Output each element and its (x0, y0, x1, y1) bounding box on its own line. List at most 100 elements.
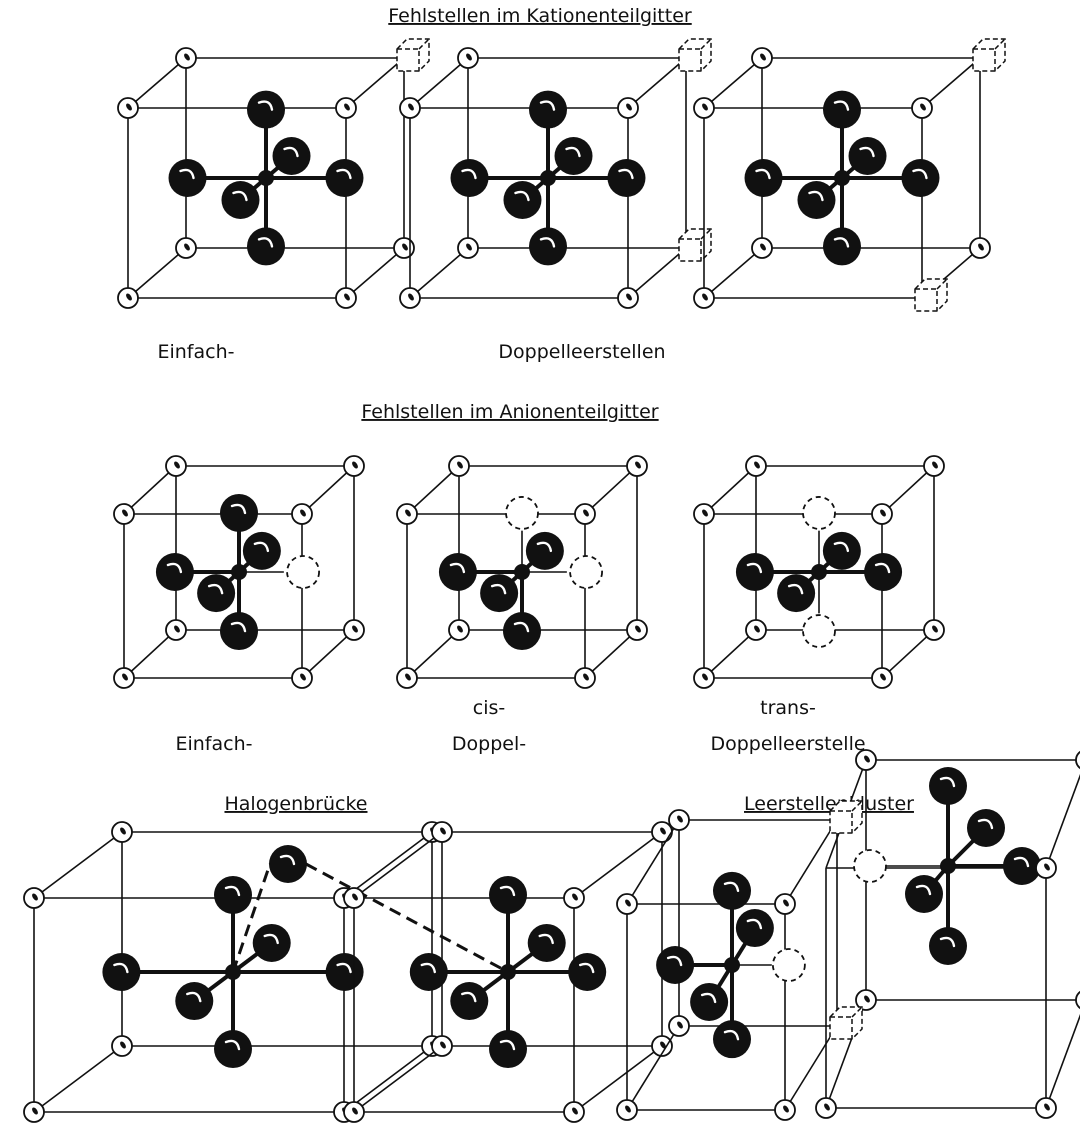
bridge-bond-right (305, 862, 509, 974)
anion (735, 553, 774, 591)
anion-highlight (1013, 856, 1030, 868)
anion-vacancy (853, 849, 887, 883)
cation-marker (660, 1041, 666, 1049)
cation-marker (466, 243, 472, 251)
anion-vacancy (286, 555, 320, 589)
central-cation (225, 964, 241, 980)
anion-highlight (746, 562, 763, 574)
anion (1003, 847, 1041, 885)
cation-marker (440, 827, 446, 835)
anion (713, 1020, 751, 1059)
cation-marker (677, 815, 683, 823)
title-halogen-bridge: Halogenbrücke (224, 793, 367, 815)
cation-marker (824, 1103, 830, 1111)
cation-marker (1044, 1103, 1050, 1111)
cell-cation-single (117, 38, 430, 309)
anion-highlight (207, 583, 224, 595)
anion-highlight (538, 933, 554, 945)
anion (247, 90, 285, 129)
anion-highlight (859, 146, 875, 158)
cation-marker (625, 899, 631, 907)
anion (325, 159, 364, 197)
halogen-bridge-assembly (231, 845, 509, 974)
anion (568, 953, 607, 991)
anion-highlight (539, 237, 556, 248)
anion (214, 1030, 252, 1069)
anion (735, 909, 774, 948)
cube-edge (33, 1045, 123, 1113)
anion-highlight (746, 918, 763, 930)
title-vacancy-cluster: Leerstellenkluster (744, 793, 914, 815)
cell-anion-cis (396, 455, 648, 689)
anion (713, 871, 751, 910)
cation-marker (932, 625, 938, 633)
cube-edge (345, 247, 405, 299)
anion-highlight (723, 881, 740, 893)
cation-marker (440, 1041, 446, 1049)
anion (325, 953, 364, 991)
cell-bridge-right (343, 821, 673, 1123)
cation-marker (352, 1107, 358, 1115)
cube-edge (703, 247, 763, 299)
anion-highlight (539, 100, 556, 111)
anion (607, 159, 646, 197)
anion-highlight (833, 237, 850, 248)
cation-marker (466, 53, 472, 61)
cation-marker (572, 1107, 578, 1115)
anion-highlight (514, 190, 530, 202)
cell-bridge-left (23, 821, 443, 1123)
cube-edge (784, 1025, 838, 1111)
cube-edge (301, 629, 355, 679)
cation-marker (635, 461, 641, 469)
anion (242, 531, 281, 570)
label-row2-cis-2: Doppel- (452, 733, 526, 755)
cell-cluster-front (616, 800, 863, 1121)
anion (175, 982, 214, 1021)
anion-highlight (166, 562, 183, 574)
anion-highlight (723, 1029, 740, 1041)
anion-highlight (253, 541, 270, 553)
cube-edge (406, 629, 460, 679)
cation-marker (754, 461, 760, 469)
anion-highlight (224, 885, 241, 897)
central-cation (940, 858, 956, 874)
cell-anion-trans (693, 455, 945, 689)
cation-marker (184, 53, 190, 61)
anion-highlight (283, 146, 299, 158)
central-cation (231, 564, 247, 580)
cube-edge (627, 57, 687, 109)
anion (527, 923, 566, 962)
anion-highlight (263, 933, 279, 945)
cation-marker (626, 103, 632, 111)
anion-vacancy (802, 496, 836, 530)
cube-edge (703, 57, 763, 109)
cation-marker (932, 461, 938, 469)
cation-marker (677, 1021, 683, 1029)
cube-edge (345, 57, 405, 109)
anion (905, 875, 943, 913)
cation-marker (572, 893, 578, 901)
anion (823, 227, 861, 266)
label-row1-double: Doppelleerstellen (498, 341, 665, 363)
anion (221, 181, 260, 219)
cation-marker (635, 625, 641, 633)
cation-marker (120, 827, 126, 835)
anion (155, 553, 194, 591)
anion-highlight (420, 962, 436, 974)
anion (822, 531, 861, 570)
anion (220, 493, 258, 532)
cation-marker (352, 893, 358, 901)
central-cation (514, 564, 530, 580)
cation-vacancy-edges (679, 38, 712, 71)
anion-highlight (336, 168, 352, 180)
cation-marker (126, 103, 132, 111)
anion (503, 181, 542, 219)
anion (967, 809, 1005, 847)
central-cation (724, 957, 740, 973)
anion-highlight (513, 621, 530, 633)
anion-highlight (618, 168, 634, 180)
anion-highlight (490, 583, 507, 595)
anion (489, 1030, 527, 1069)
anion (220, 612, 258, 651)
label-row2-trans-1: trans- (760, 697, 816, 719)
